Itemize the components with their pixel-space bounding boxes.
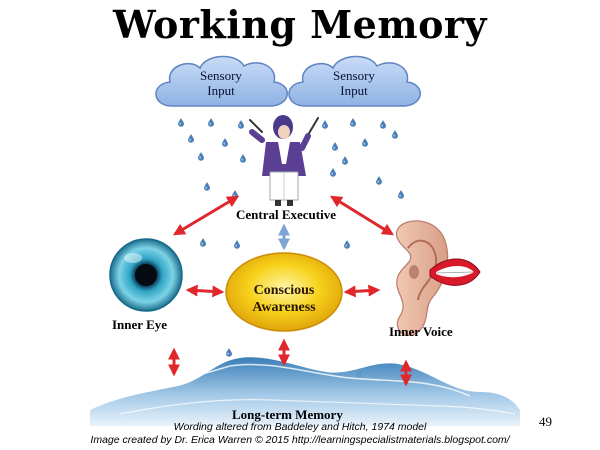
raindrop-icon — [204, 182, 210, 191]
arrow-eye-awareness — [185, 284, 225, 298]
conscious-awareness-label: Conscious Awareness — [252, 283, 316, 315]
raindrop-icon — [380, 120, 386, 129]
credit-line-1: Wording altered from Baddeley and Hitch,… — [173, 421, 427, 433]
raindrop-icon — [322, 120, 328, 129]
raindrop-icon — [332, 142, 338, 151]
raindrop-icon — [188, 134, 194, 143]
cloud-label-right: Sensory Input — [333, 68, 375, 98]
long-term-memory-label: Long-term Memory — [232, 407, 343, 422]
raindrop-icon — [222, 138, 228, 147]
raindrop-icon — [344, 240, 350, 249]
central-executive-label: Central Executive — [236, 207, 337, 222]
raindrop-icon — [376, 176, 382, 185]
raindrop-icon — [330, 168, 336, 177]
raindrop-icon — [226, 348, 232, 357]
conscious-awareness-node — [225, 252, 343, 332]
raindrop-icon — [234, 240, 240, 249]
ear-icon — [395, 220, 449, 336]
raindrop-icon — [398, 190, 404, 199]
inner-eye-label: Inner Eye — [112, 317, 168, 332]
arrow-awareness-voice — [343, 284, 381, 298]
cloud-icon-right — [288, 55, 421, 107]
raindrop-icon — [200, 238, 206, 247]
raindrop-icon — [178, 118, 184, 127]
arrow-executive-eye — [172, 195, 240, 236]
arrow-executive-voice — [329, 195, 395, 236]
raindrop-icon — [240, 154, 246, 163]
raindrop-icon — [208, 118, 214, 127]
eye-icon — [109, 238, 183, 312]
slide-number: 49 — [539, 414, 552, 429]
raindrop-icon — [392, 130, 398, 139]
raindrop-icon — [350, 118, 356, 127]
credit-line-2: Image created by Dr. Erica Warren © 2015… — [90, 434, 510, 446]
mouth-icon — [429, 258, 481, 286]
page-title: Working Memory — [112, 2, 488, 47]
inner-voice-label: Inner Voice — [389, 324, 453, 339]
cloud-label-left: Sensory Input — [200, 68, 242, 98]
raindrop-icon — [238, 120, 244, 129]
raindrop-icon — [198, 152, 204, 161]
raindrop-icon — [362, 138, 368, 147]
raindrop-icon — [342, 156, 348, 165]
conductor-icon — [249, 115, 319, 206]
cloud-icon-left — [155, 55, 288, 107]
